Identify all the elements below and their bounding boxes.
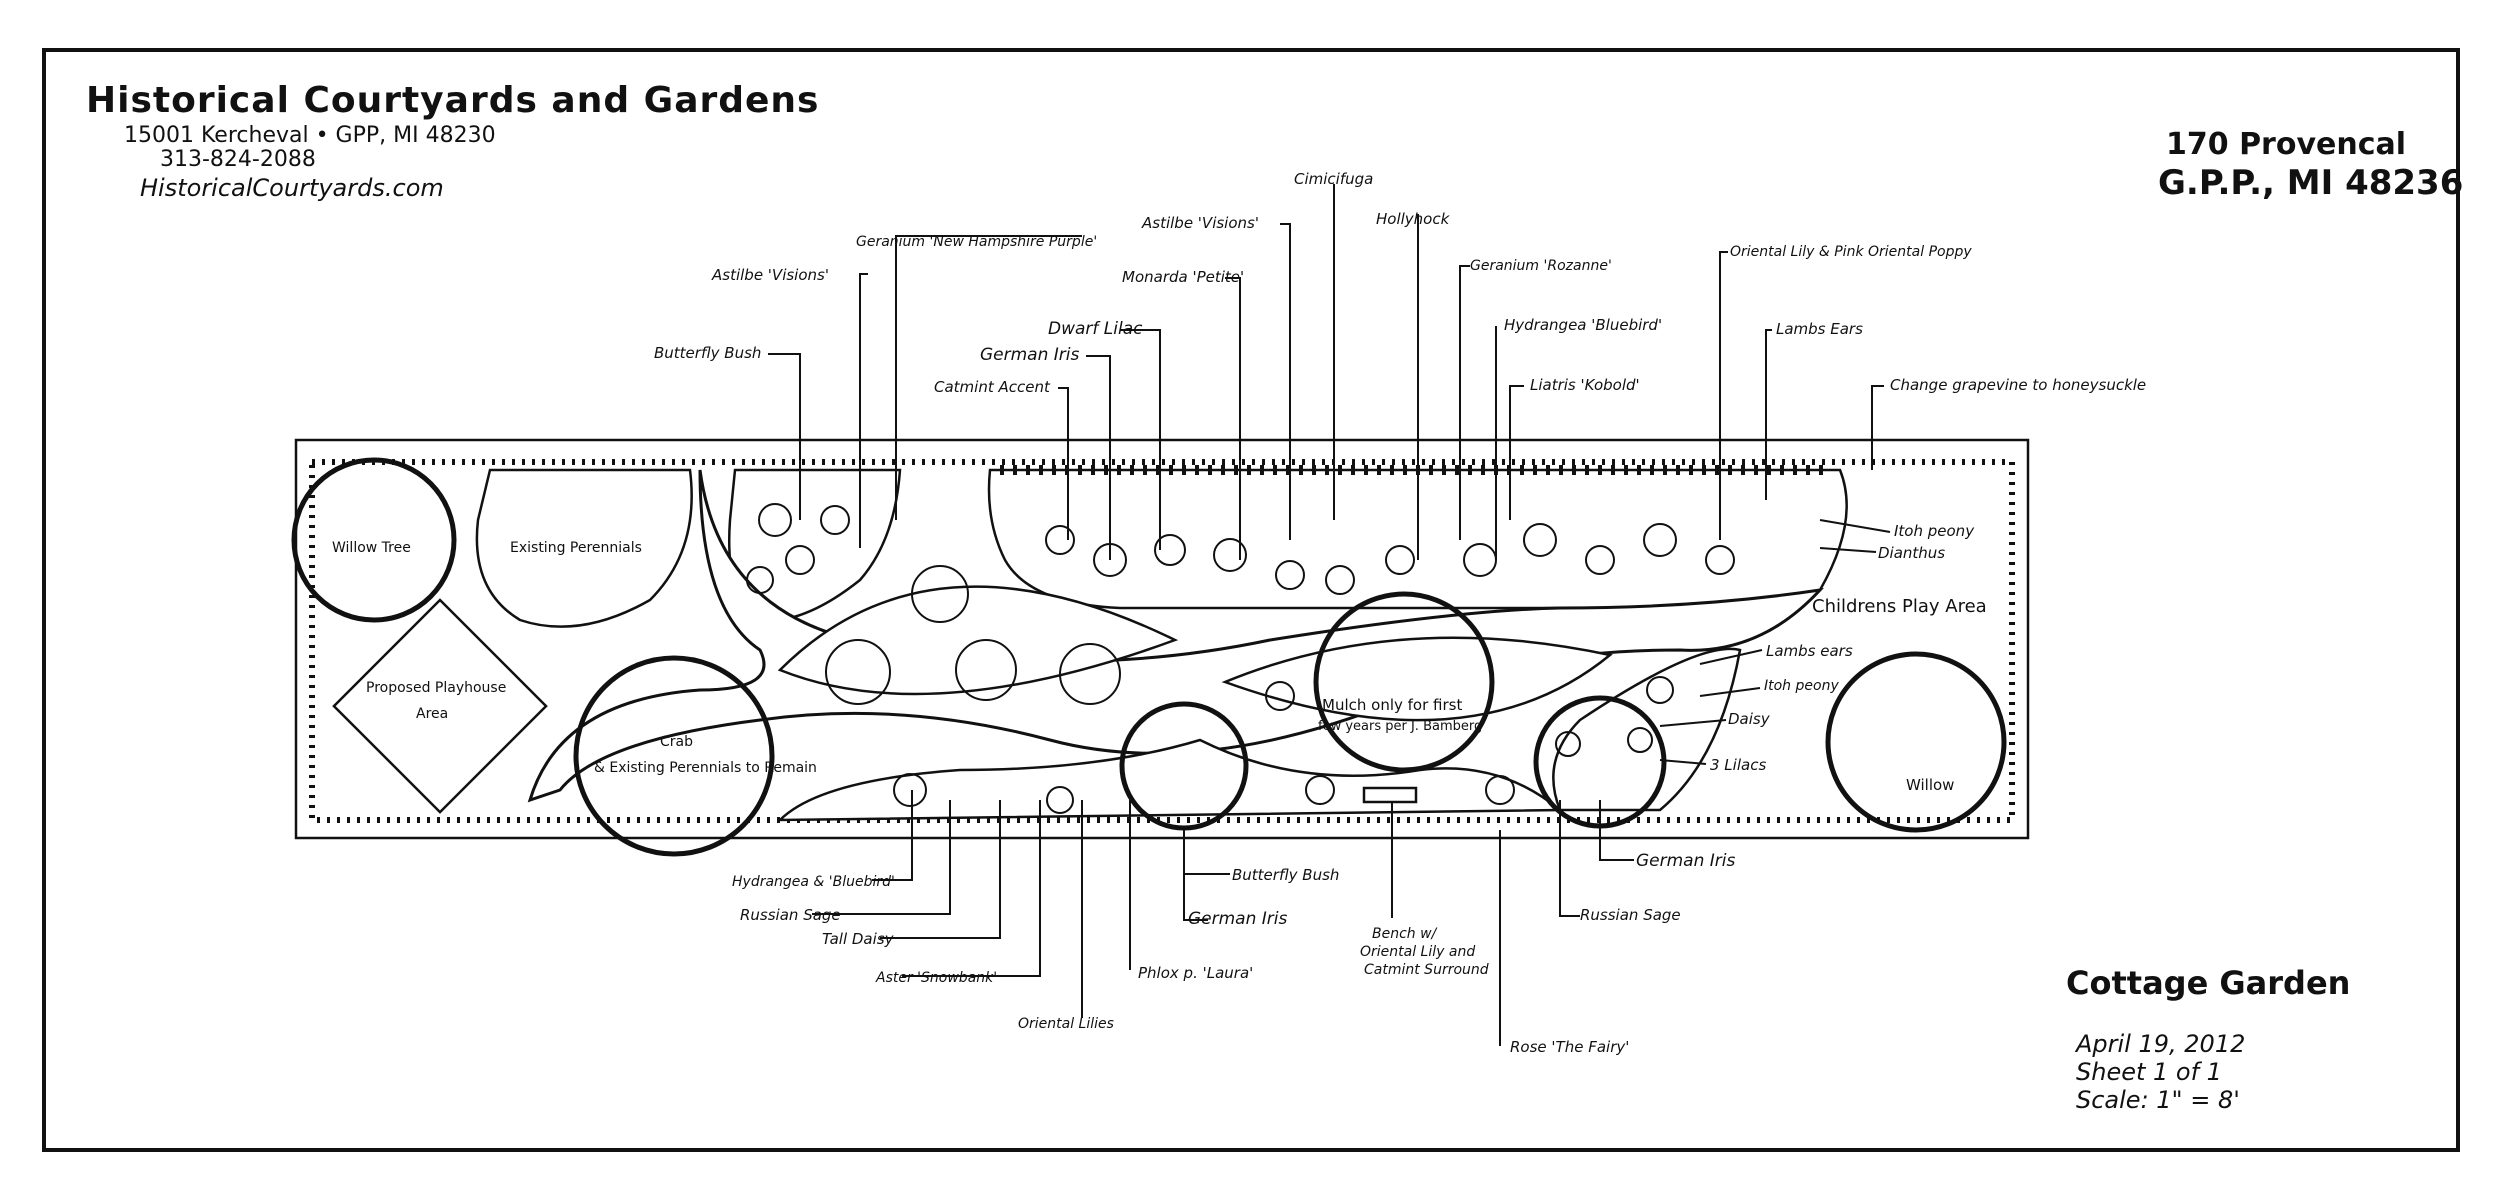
crab-perennials-label: & Existing Perennials to Remain — [594, 760, 817, 776]
plant-labels-right: Itoh peony Dianthus Lambs ears Itoh peon… — [1636, 522, 1975, 871]
shrub — [955, 639, 1017, 701]
plan-title: Cottage Garden — [2066, 964, 2350, 1002]
label-bench-1: Bench w/ — [1372, 926, 1438, 942]
label-oriental-lilies: Oriental Lilies — [1018, 1016, 1114, 1032]
company-website: HistoricalCourtyards.com — [140, 174, 444, 202]
site-city: G.P.P., MI 48236 — [2158, 163, 2463, 203]
plan-title-block: Cottage Garden April 19, 2012 Sheet 1 of… — [2066, 964, 2350, 1114]
plant-labels-top: Cimicifuga Astilbe 'Visions' Hollyhock G… — [654, 170, 2146, 396]
label-geranium-nhp: Geranium 'New Hampshire Purple' — [856, 234, 1097, 250]
label-bench-2: Oriental Lily and — [1360, 944, 1475, 960]
plan-sheet: Sheet 1 of 1 — [2076, 1058, 2222, 1086]
shrub — [1059, 643, 1121, 705]
label-geranium-rozanne: Geranium 'Rozanne' — [1470, 258, 1612, 274]
label-dwarf-lilac: Dwarf Lilac — [1048, 319, 1143, 339]
plan-date: April 19, 2012 — [2074, 1030, 2245, 1058]
label-russian-sage-right: Russian Sage — [1580, 906, 1681, 924]
label-daisy: Daisy — [1728, 710, 1771, 728]
label-3-lilacs: 3 Lilacs — [1710, 756, 1766, 774]
company-title-block: Historical Courtyards and Gardens 15001 … — [86, 80, 820, 202]
playhouse-area — [332, 598, 548, 814]
crab-label: Crab — [660, 734, 693, 750]
label-russian-sage-left: Russian Sage — [740, 906, 841, 924]
sheet-border — [42, 48, 2460, 1152]
leader-lines — [768, 184, 1891, 1046]
existing-perennials-bed — [475, 468, 693, 628]
playhouse-label-2: Area — [416, 706, 448, 722]
label-liatris: Liatris 'Kobold' — [1530, 376, 1640, 394]
label-dianthus: Dianthus — [1878, 544, 1945, 562]
hedge-border — [309, 459, 2015, 823]
label-lambs-ears: Lambs ears — [1766, 642, 1853, 660]
shrub — [911, 565, 969, 623]
property-outline — [294, 438, 2030, 840]
label-hydrangea-bluebird-top: Hydrangea 'Bluebird' — [1504, 316, 1662, 334]
garden-plan: Willow Tree Existing Perennials Proposed… — [291, 438, 2030, 857]
company-phone: 313-824-2088 — [160, 147, 316, 172]
label-german-iris-right: German Iris — [1636, 851, 1736, 871]
label-butterfly-bush-bottom: Butterfly Bush — [1232, 866, 1339, 884]
label-rose: Rose 'The Fairy' — [1510, 1038, 1629, 1056]
label-aster: Aster 'Snowbank' — [875, 970, 997, 986]
label-butterfly-bush-top: Butterfly Bush — [654, 344, 761, 362]
crab-tree-canopy — [573, 655, 775, 857]
plant-labels-bottom: Hydrangea & 'Bluebird' Russian Sage Tall… — [732, 866, 1681, 1056]
shrub — [825, 639, 891, 705]
mulch-label-2: few years per J. Bamberg — [1318, 719, 1482, 734]
label-astilbe-visions-top: Astilbe 'Visions' — [1141, 214, 1259, 232]
play-area-label: Childrens Play Area — [1812, 596, 1987, 617]
label-monarda: Monarda 'Petite' — [1122, 268, 1244, 286]
existing-perennials-label: Existing Perennials — [510, 540, 642, 556]
label-tall-daisy: Tall Daisy — [822, 930, 895, 948]
label-bench-3: Catmint Surround — [1364, 962, 1489, 978]
label-itoh-peony-2: Itoh peony — [1764, 678, 1839, 694]
site-address: 170 Provencal G.P.P., MI 48236 — [2158, 127, 2463, 203]
willow-tree-label: Willow Tree — [332, 540, 411, 556]
plan-scale: Scale: 1" = 8' — [2076, 1086, 2240, 1114]
willow-tree-canopy — [291, 457, 457, 623]
willow-label: Willow — [1906, 776, 1954, 794]
bench — [1362, 786, 1418, 804]
company-name: Historical Courtyards and Gardens — [86, 80, 820, 121]
site-street: 170 Provencal — [2166, 127, 2406, 162]
label-catmint: Catmint Accent — [934, 378, 1051, 396]
company-address: 15001 Kercheval • GPP, MI 48230 — [124, 123, 496, 148]
label-oriental-lily-poppy: Oriental Lily & Pink Oriental Poppy — [1730, 244, 1972, 260]
label-cimicifuga: Cimicifuga — [1294, 170, 1373, 188]
playhouse-label-1: Proposed Playhouse — [366, 680, 506, 696]
mulch-tree-canopy — [1313, 591, 1495, 773]
label-hollyhock: Hollyhock — [1376, 210, 1451, 228]
mulch-label-1: Mulch only for first — [1322, 696, 1462, 714]
label-phlox: Phlox p. 'Laura' — [1138, 964, 1253, 982]
willow-canopy-right — [1825, 651, 2007, 833]
label-german-iris-bottom: German Iris — [1188, 909, 1288, 929]
label-grapevine: Change grapevine to honeysuckle — [1890, 376, 2146, 394]
label-itoh-peony-1: Itoh peony — [1894, 522, 1975, 540]
label-hydrangea-bluebird: Hydrangea & 'Bluebird' — [732, 874, 895, 890]
label-lambs-ears-top: Lambs Ears — [1776, 320, 1863, 338]
label-astilbe-visions-left: Astilbe 'Visions' — [711, 266, 829, 284]
label-german-iris-top: German Iris — [980, 345, 1080, 365]
